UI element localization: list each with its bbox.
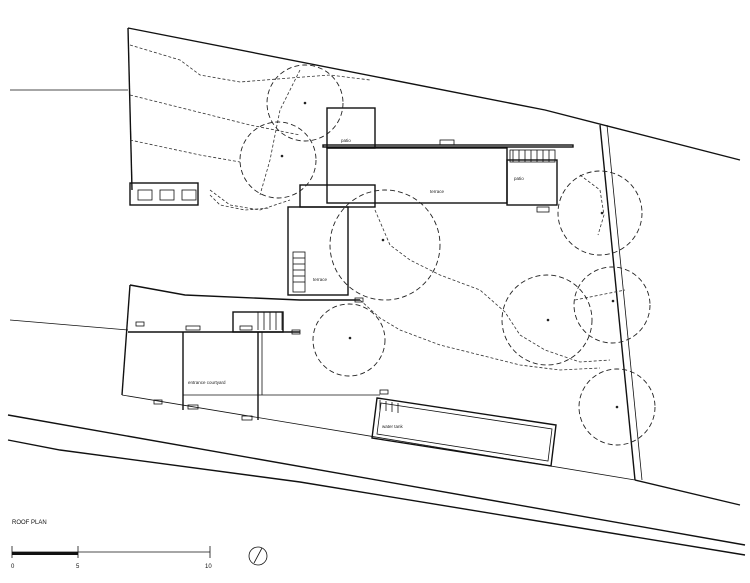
tree-canopy — [266, 64, 344, 142]
label-water-tank: water tank — [382, 424, 404, 429]
north-arrow-icon — [248, 546, 268, 566]
site-boundary — [9, 27, 741, 506]
tree-canopy — [329, 189, 441, 301]
tree-canopy — [573, 266, 651, 344]
tree-canopy — [578, 368, 656, 446]
garden-path — [209, 174, 626, 371]
trees — [239, 64, 656, 446]
scale-bar: 0 5 10 — [11, 546, 212, 570]
scale-label-5: 5 — [76, 564, 80, 570]
room-labels: patio terrace patio terrace entrance cou… — [188, 138, 524, 429]
stairs — [257, 150, 550, 413]
lower-wing — [121, 284, 389, 421]
tree-canopy — [312, 303, 386, 377]
water-tank — [371, 397, 557, 467]
house — [129, 107, 574, 296]
label-terrace-main: terrace — [430, 189, 445, 194]
contour-lines — [129, 44, 371, 211]
tree-canopy — [501, 274, 593, 366]
label-patio-top: patio — [341, 138, 351, 143]
tree-canopy — [239, 121, 317, 199]
scale-label-0: 0 — [11, 564, 15, 570]
plan-title: ROOF PLAN — [12, 520, 47, 526]
scale-label-10: 10 — [205, 564, 212, 570]
tree-canopy — [557, 170, 643, 256]
label-entrance-courtyard: entrance courtyard — [188, 380, 226, 385]
label-terrace-mid: terrace — [313, 277, 328, 282]
label-patio-right: patio — [514, 176, 524, 181]
